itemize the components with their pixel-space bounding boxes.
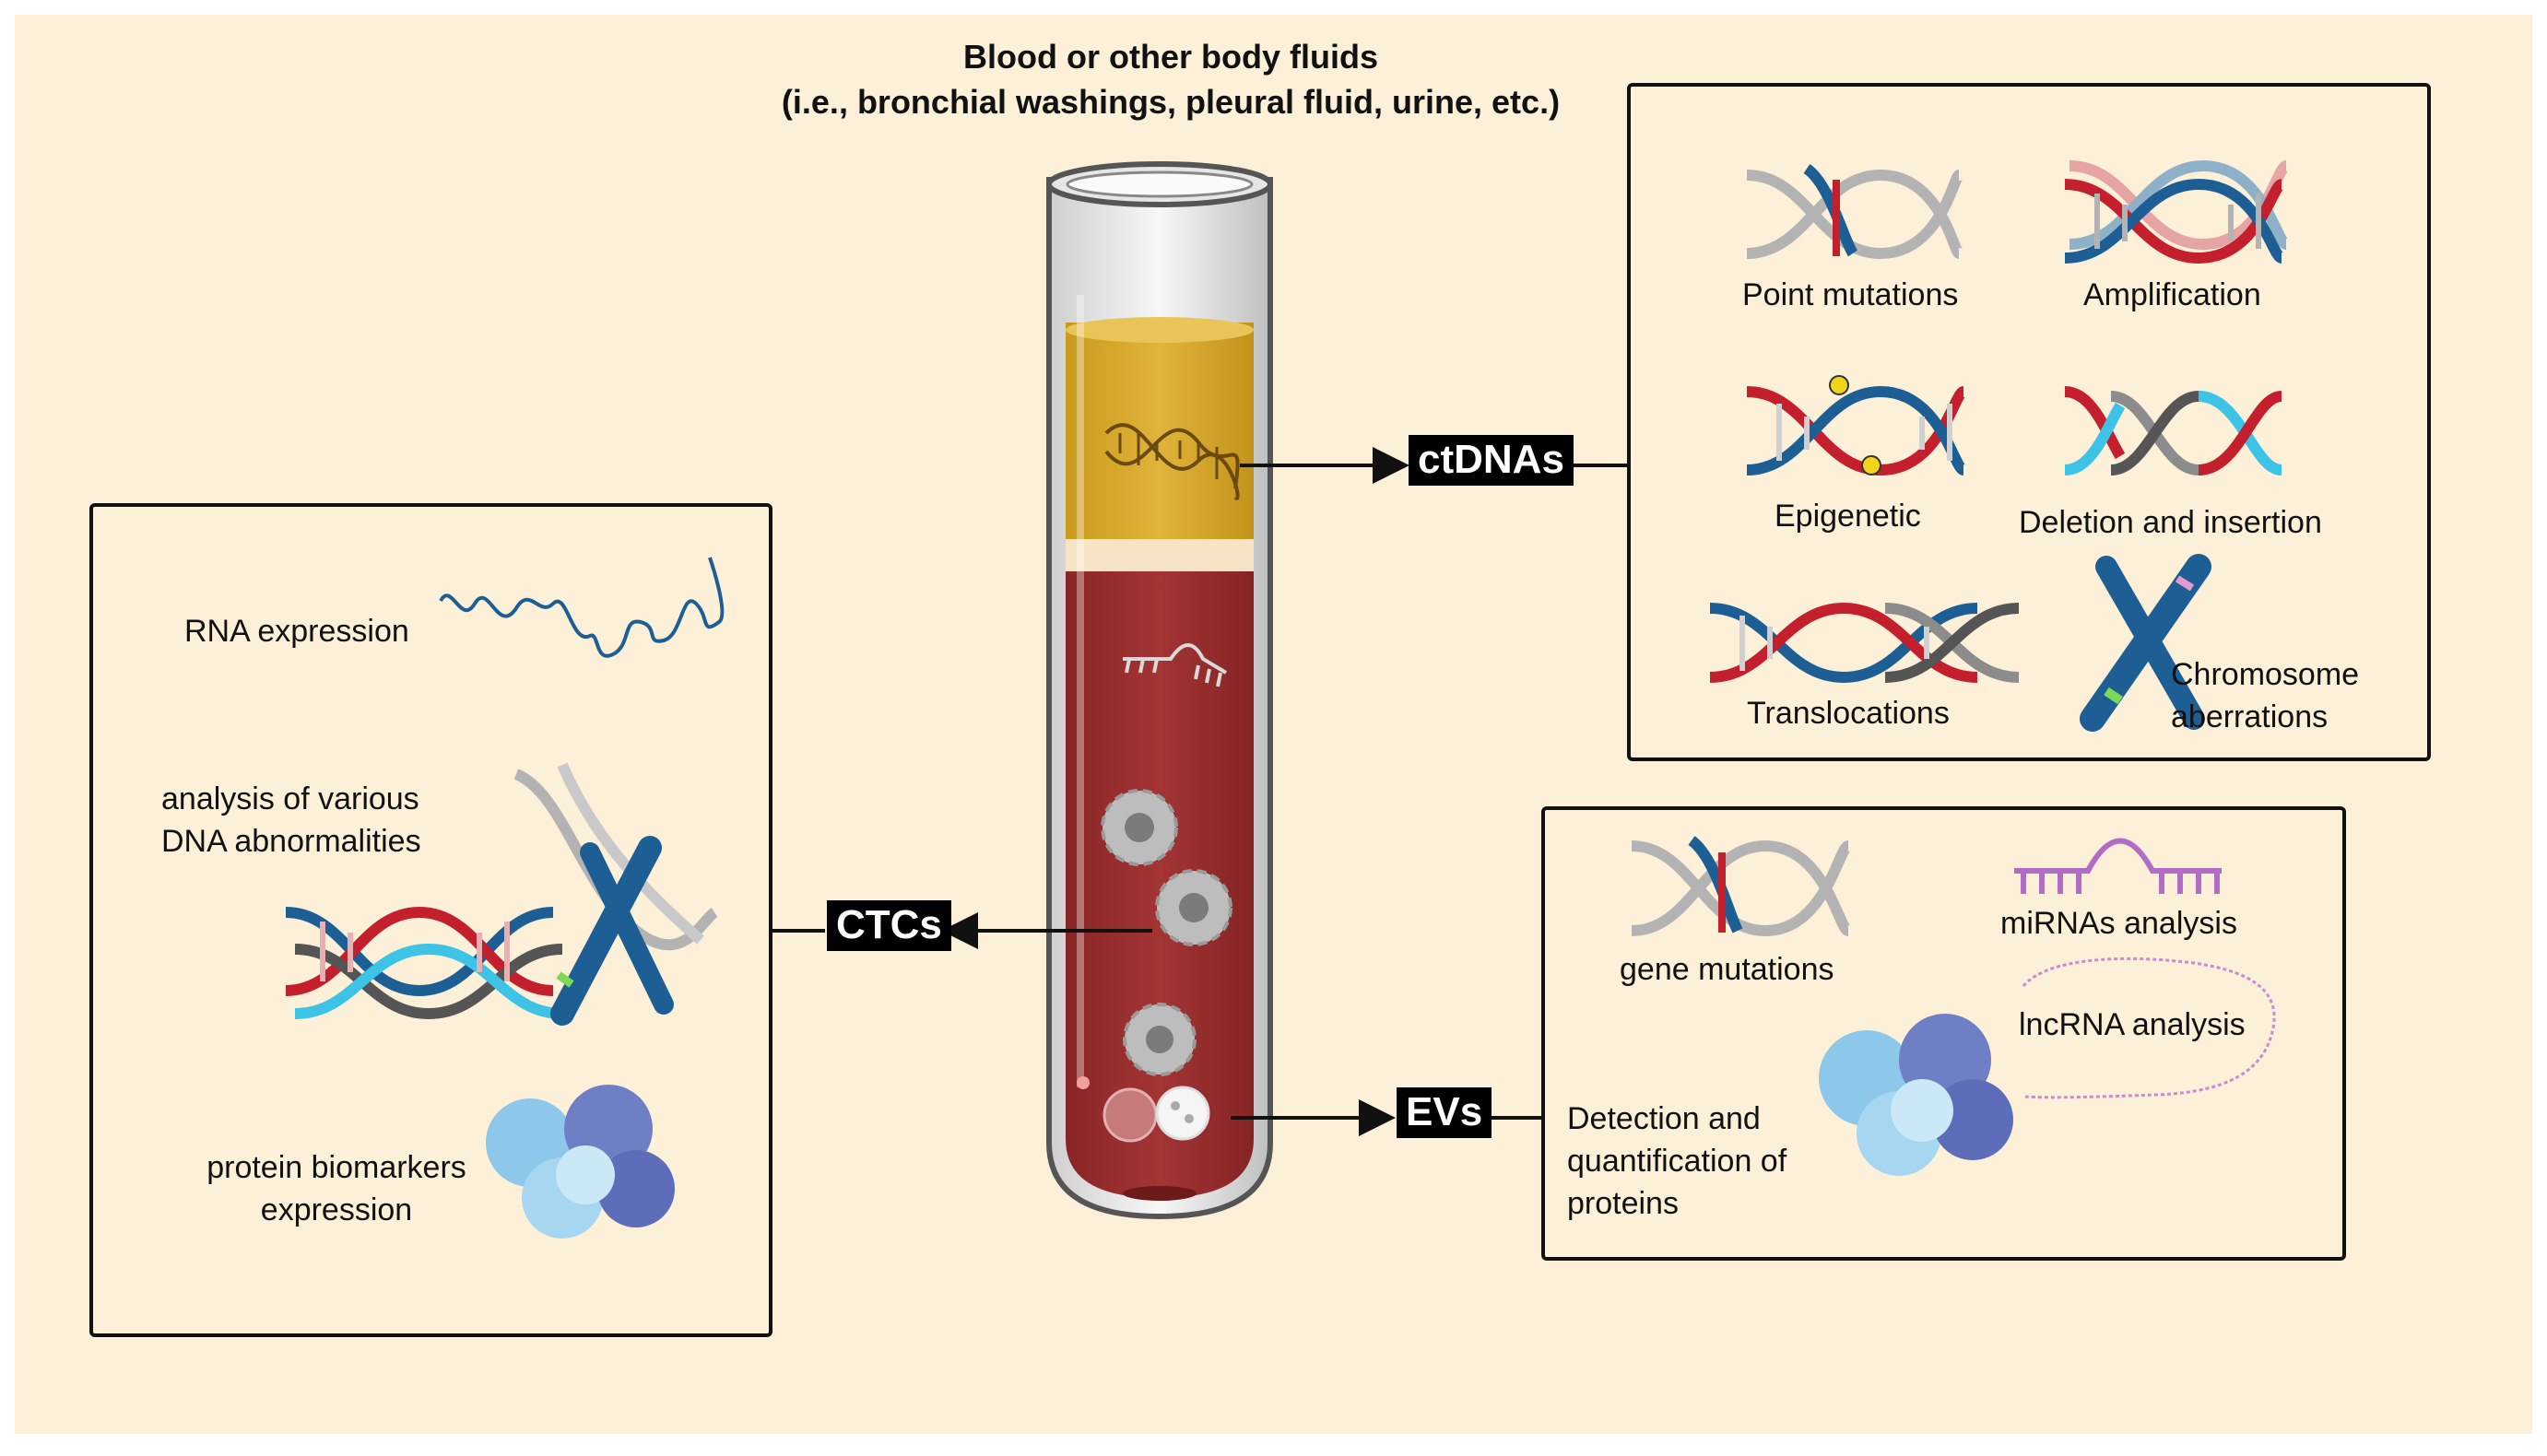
amplification-icon [2064,159,2290,264]
blood-layer [1066,571,1254,1198]
epigenetic-icon [1746,375,1967,476]
ctc-protein-icon [486,1085,675,1239]
protein-label-line-2: expression [260,1192,413,1227]
ev-vesicles [1077,1076,1210,1143]
ev-tag: EVs [1397,1087,1492,1138]
rna-strand-icon [439,557,725,658]
chromosome-icon [2080,554,2211,732]
lncrna-analysis-label: lncRNA analysis [2019,1007,2246,1042]
epigenetic-label: Epigenetic [1775,499,1921,534]
dna-label-line-1: analysis of various [161,781,419,816]
deletion-insertion-icon [2064,386,2283,476]
translocations-icon [1709,602,2020,684]
mirnas-analysis-label: miRNAs analysis [2000,906,2237,941]
title-line-2: (i.e., bronchial washings, pleural fluid… [781,82,1561,121]
translocations-label: Translocations [1747,696,1950,731]
figure-background [15,15,2532,1434]
ctdna-panel [1627,83,2431,761]
dna-label-line-2: DNA abnormalities [161,823,421,859]
mirna-icon [2014,838,2222,894]
plasma-dna-icon [1104,423,1240,500]
ev-gene-mutations-icon [1631,836,1852,937]
detect-label-line-3: proteins [1567,1185,1679,1221]
figure-title: Blood or other body fluids (i.e., bronch… [0,35,2341,124]
detect-label-line-2: quantification of [1567,1143,1787,1179]
amplification-label: Amplification [2083,277,2261,312]
chromosome-aberrations-label: Chromosome aberrations [2171,654,2359,739]
rna-expression-label: RNA expression [184,614,409,649]
protein-detection-label: Detection and quantification of proteins [1567,1098,1786,1226]
title-line-1: Blood or other body fluids [963,38,1378,76]
plasma-layer [1066,323,1254,539]
protein-biomarkers-label: protein biomarkers expression [189,1147,484,1232]
ctc-dna-icon [285,762,718,1026]
dna-abnormalities-label: analysis of various DNA abnormalities [161,779,421,863]
test-tube [1046,161,1273,1220]
ctc-panel [89,503,772,1337]
chromosome-label-line-2: aberrations [2171,699,2329,734]
deletion-insertion-label: Deletion and insertion [2019,505,2322,540]
point-mutations-label: Point mutations [1742,277,1959,312]
ev-protein-icon [1819,1014,2013,1176]
ctdna-tag: ctDNAs [1409,435,1574,486]
buffy-coat-layer [1066,539,1254,571]
detect-label-line-1: Detection and [1567,1101,1761,1136]
ctc-cells [1101,789,1232,1076]
lncrna-icon [2022,957,2276,1099]
protein-label-line-1: protein biomarkers [206,1150,466,1185]
point-mutations-icon [1746,164,1964,260]
ctc-tag: CTCs [827,900,951,951]
ev-panel [1541,806,2346,1261]
blood-rna-icon [1123,643,1228,687]
gene-mutations-label: gene mutations [1620,952,1834,987]
chromosome-label-line-1: Chromosome [2171,657,2360,692]
